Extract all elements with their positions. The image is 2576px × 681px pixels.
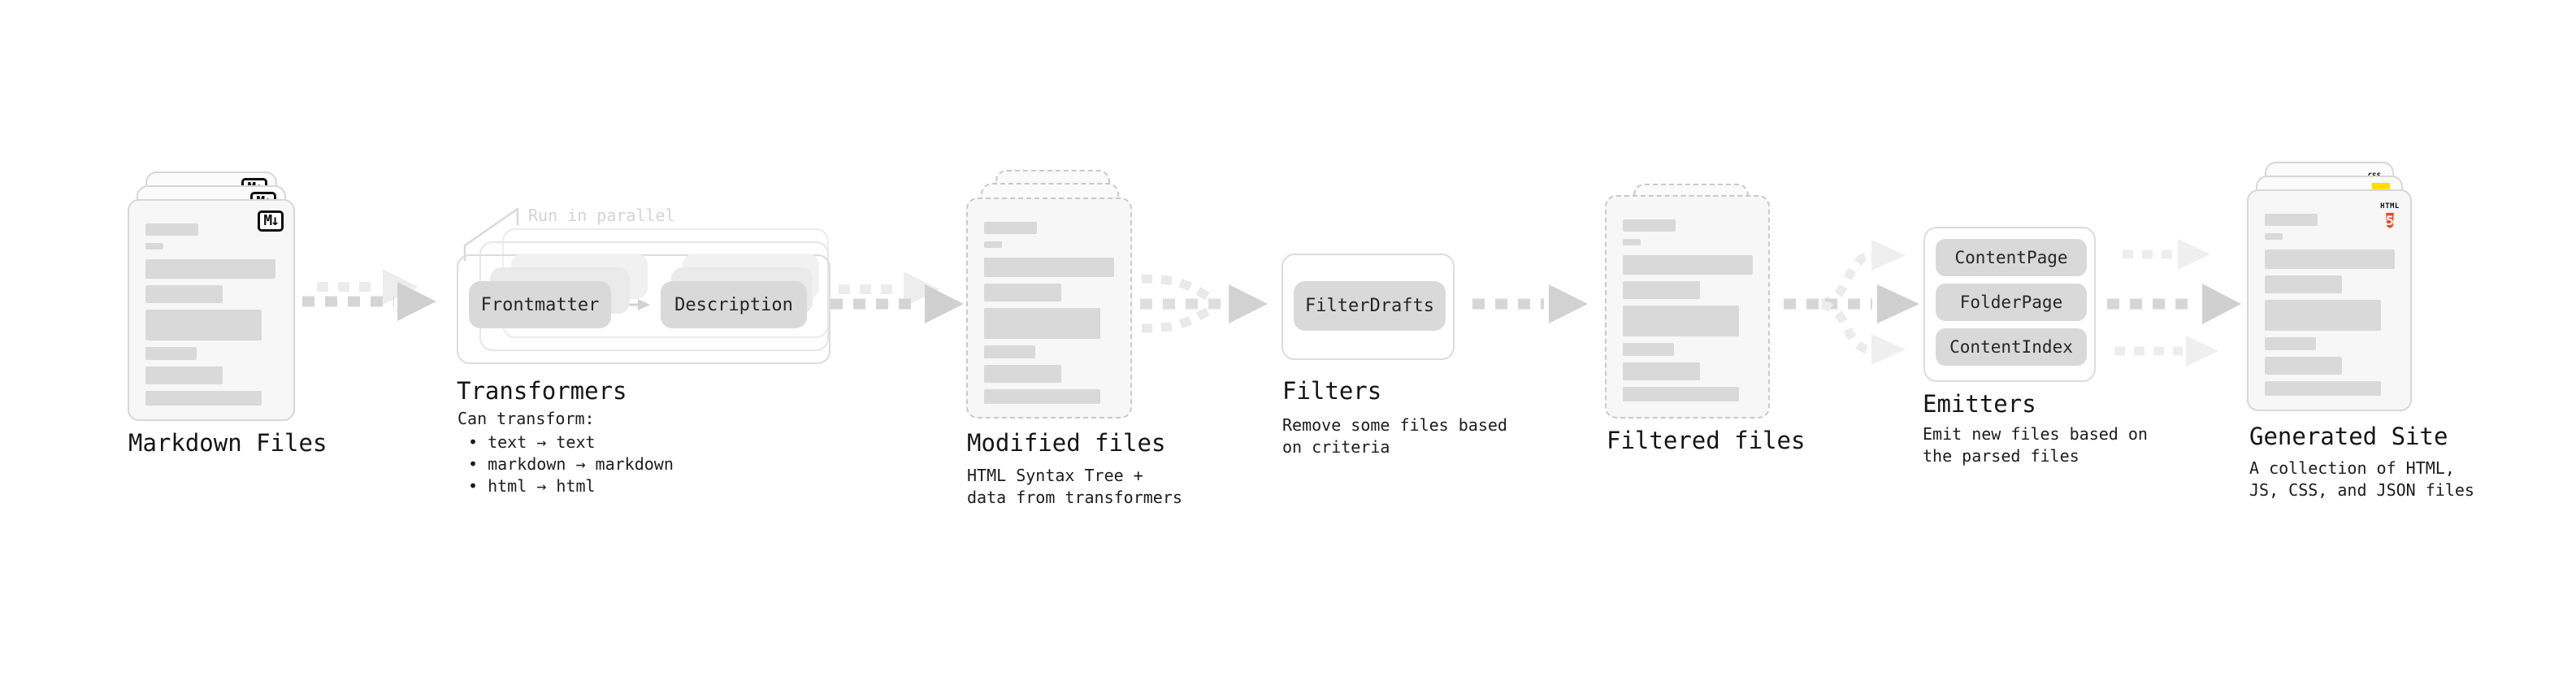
- text-placeholder-bars: [984, 222, 1114, 404]
- filtered-files-stack: [1605, 184, 1770, 419]
- transformers-title: Transformers: [457, 377, 627, 405]
- frontmatter-pill: Frontmatter: [469, 281, 611, 328]
- transformers-bullet: • text → text: [468, 432, 596, 452]
- arrow-modified-to-filters-merge-icon: [1140, 274, 1268, 333]
- modified-files-sub: HTML Syntax Tree +: [967, 466, 1143, 485]
- emitters-group: ContentPage FolderPage ContentIndex: [1923, 227, 2096, 382]
- generated-site-label: Generated Site: [2249, 423, 2448, 450]
- folderpage-pill: FolderPage: [1936, 284, 2087, 321]
- generated-site-sub: JS, CSS, and JSON files: [2249, 480, 2474, 500]
- text-placeholder-bars: [145, 223, 277, 406]
- filtered-files-label: Filtered files: [1607, 427, 1806, 454]
- modified-files-label: Modified files: [967, 429, 1166, 457]
- filters-sub: on criteria: [1282, 437, 1390, 457]
- arrow-emitters-to-site-icon: [2107, 239, 2241, 367]
- arrow-transformers-to-modified-ghost-icon: [839, 271, 939, 307]
- markdown-files-stack: M↓ M↓ M↓: [128, 171, 295, 421]
- run-in-parallel-note: Run in parallel: [528, 206, 675, 225]
- arrow-markdown-to-transformers-icon: [302, 282, 436, 321]
- emitters-sub: the parsed files: [1923, 446, 2079, 466]
- run-in-parallel-leader-line: [463, 207, 519, 261]
- filtered-file-card: [1605, 195, 1770, 419]
- modified-files-sub: data from transformers: [967, 488, 1182, 507]
- transformers-intro: Can transform:: [458, 409, 595, 428]
- text-placeholder-bars: [1623, 219, 1753, 401]
- html5-icon: HTML 5: [2380, 202, 2400, 228]
- markdown-file-card: M↓: [128, 199, 295, 421]
- markdown-files-label: Markdown Files: [128, 429, 327, 457]
- modified-file-card: [966, 197, 1132, 419]
- filters-group: FilterDrafts: [1281, 254, 1455, 360]
- contentpage-pill: ContentPage: [1936, 239, 2087, 276]
- contentindex-pill: ContentIndex: [1936, 328, 2087, 366]
- transformers-bullet: • html → html: [468, 476, 596, 496]
- filters-title: Filters: [1282, 377, 1382, 405]
- filters-sub: Remove some files based: [1282, 415, 1507, 435]
- generated-site-stack: CSS HTML 5: [2247, 162, 2412, 411]
- emitters-title: Emitters: [1923, 390, 2036, 418]
- arrow-filtered-to-emitters-fanout-icon: [1784, 240, 1919, 365]
- generated-site-sub: A collection of HTML,: [2249, 458, 2455, 478]
- arrow-filters-to-filtered-icon: [1472, 284, 1588, 323]
- arrow-transformers-to-modified-icon: [830, 284, 964, 323]
- markdown-icon: M↓: [258, 210, 284, 232]
- html-file-card: HTML 5: [2247, 189, 2412, 411]
- modified-files-stack: [966, 170, 1132, 419]
- description-pill: Description: [661, 281, 807, 328]
- transformer-group: [457, 254, 830, 364]
- emitters-sub: Emit new files based on: [1923, 424, 2148, 444]
- text-placeholder-bars: [2265, 214, 2395, 396]
- filterdrafts-pill: FilterDrafts: [1294, 281, 1446, 331]
- transformers-bullet: • markdown → markdown: [468, 454, 674, 474]
